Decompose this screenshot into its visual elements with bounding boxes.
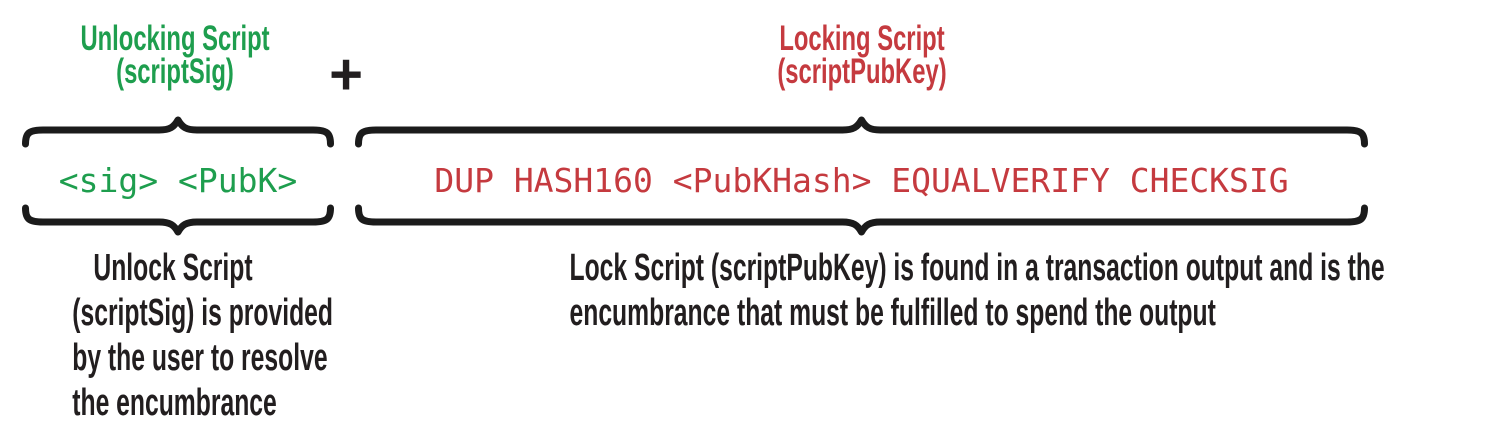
unlocking-script-label-line2: (scriptSig) <box>116 52 234 91</box>
unlocking-top-brace-icon <box>22 116 334 148</box>
locking-bottom-brace-icon <box>355 204 1368 236</box>
plus-sign: + <box>329 41 363 107</box>
locking-description-line1: Lock Script (scriptPubKey) is found in a… <box>569 247 1385 289</box>
unlocking-description-line3: by the user to resolve <box>72 337 328 379</box>
locking-script-label-line1: Locking Script <box>779 19 945 58</box>
locking-description-line2: encumbrance that must be fulfilled to sp… <box>569 292 1216 334</box>
locking-script-code: DUP HASH160 <PubKHash> EQUALVERIFY CHECK… <box>434 160 1289 200</box>
unlocking-script-label: Unlocking Script (scriptSig) <box>56 19 294 91</box>
unlocking-description: Unlock Script (scriptSig) is provided by… <box>72 246 334 426</box>
locking-description: Lock Script (scriptPubKey) is found in a… <box>569 246 1385 336</box>
unlocking-description-line4: the encumbrance <box>72 382 277 424</box>
locking-script-label-line2: (scriptPubKey) <box>777 52 947 91</box>
unlocking-bottom-brace-icon <box>22 204 334 236</box>
locking-top-brace-icon <box>355 116 1368 148</box>
unlocking-description-line1: Unlock Script <box>93 247 253 289</box>
unlocking-script-label-line1: Unlocking Script <box>80 19 270 58</box>
unlocking-description-line2: (scriptSig) is provided <box>72 292 334 334</box>
locking-script-label: Locking Script (scriptPubKey) <box>658 19 1066 91</box>
unlocking-script-code: <sig> <PubK> <box>58 160 298 200</box>
